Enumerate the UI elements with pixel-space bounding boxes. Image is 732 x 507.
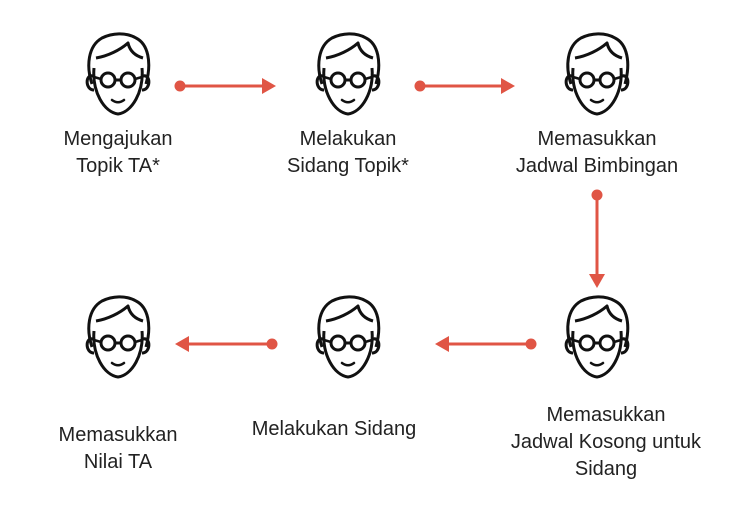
person-with-glasses-icon	[564, 295, 630, 379]
step-3-label-line: Jadwal Bimbingan	[515, 155, 679, 177]
step-2-label-line: Sidang Topik*	[287, 155, 409, 177]
step-4-label-line: Memasukkan	[546, 404, 666, 426]
step-2-label-line: Melakukan	[299, 128, 397, 150]
flow-arrow	[175, 336, 278, 352]
flow-arrow	[414, 78, 515, 94]
step-4-label-line: Sidang	[574, 458, 638, 480]
step-5-label: Melakukan Sidang	[252, 416, 417, 443]
step-6-label-line: Memasukkan	[58, 424, 178, 446]
flow-arrow	[435, 336, 537, 352]
step-6-label-line: Nilai TA	[83, 451, 153, 473]
person-with-glasses-icon	[315, 295, 381, 379]
step-1-label-line: Mengajukan	[63, 128, 173, 150]
flow-arrow	[589, 189, 605, 288]
person-with-glasses-icon	[85, 295, 151, 379]
person-with-glasses-icon	[315, 32, 381, 116]
step-5-label-line: Melakukan Sidang	[251, 418, 417, 440]
step-4-label-line: Jadwal Kosong untuk	[510, 431, 702, 453]
step-1-label-line: Topik TA*	[76, 155, 160, 177]
step-3-label-line: Memasukkan	[537, 128, 657, 150]
person-with-glasses-icon	[564, 32, 630, 116]
flow-arrow	[174, 78, 276, 94]
person-with-glasses-icon	[85, 32, 151, 116]
